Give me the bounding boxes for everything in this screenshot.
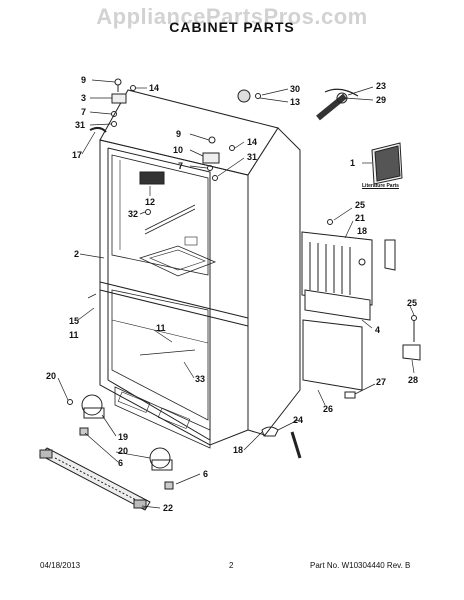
callout-24: 24	[293, 415, 304, 425]
callout-6: 6	[118, 458, 124, 468]
callout-25: 25	[355, 200, 366, 210]
footer-date: 04/18/2013	[40, 561, 81, 570]
literature-parts-label: Literature Parts	[362, 183, 399, 189]
callout-9b: 9	[176, 129, 182, 139]
literature-booklet	[371, 142, 403, 185]
callout-3: 3	[81, 93, 87, 103]
top-hinge-right	[202, 136, 235, 181]
callout-27: 27	[376, 377, 387, 387]
watermark: AppliancePartsPros.com	[96, 4, 368, 29]
callout-28: 28	[408, 375, 419, 385]
callout-18: 18	[357, 226, 368, 236]
small-clip	[344, 391, 356, 399]
page-title: CABINET PARTS	[169, 19, 295, 35]
callout-31: 31	[75, 120, 86, 130]
callout-20: 20	[46, 371, 57, 381]
callout-11b: 11	[156, 323, 166, 333]
lower-panel	[302, 289, 371, 391]
callout-30: 30	[290, 84, 301, 94]
callout-6b: 6	[203, 469, 209, 479]
rear-leveler	[261, 426, 302, 459]
callout-12: 12	[145, 197, 156, 207]
top-connector	[237, 89, 261, 103]
footer-page: 2	[229, 561, 234, 570]
callout-32: 32	[128, 209, 139, 219]
callout-29: 29	[376, 95, 387, 105]
callout-7b: 7	[178, 161, 184, 171]
side-bracket	[402, 315, 421, 361]
rear-access-cover	[301, 219, 396, 306]
callout-9: 9	[81, 75, 87, 85]
cabinet	[99, 89, 301, 449]
leader-lines	[57, 79, 415, 509]
callout-31b: 31	[247, 152, 258, 162]
front-roller-right	[149, 447, 174, 490]
callout-7: 7	[81, 107, 87, 117]
callout-14b: 14	[247, 137, 258, 147]
light-socket	[139, 171, 165, 215]
callout-21: 21	[355, 213, 366, 223]
callout-14: 14	[149, 83, 160, 93]
callout-20b: 20	[118, 446, 129, 456]
callout-22: 22	[163, 503, 174, 513]
front-roller-left	[67, 394, 105, 436]
callout-10: 10	[173, 145, 184, 155]
footer-part-number: Part No. W10304440 Rev. B	[310, 561, 411, 570]
callout-18b: 18	[233, 445, 244, 455]
callout-13: 13	[290, 97, 301, 107]
base-grille	[39, 447, 151, 511]
callout-33: 33	[195, 374, 206, 384]
callout-15: 15	[69, 316, 80, 326]
callout-26: 26	[323, 404, 334, 414]
callout-25b: 25	[407, 298, 418, 308]
callout-4: 4	[375, 325, 381, 335]
callout-1: 1	[350, 158, 356, 168]
callout-23: 23	[376, 81, 387, 91]
callout-11: 11	[69, 330, 79, 340]
top-hinge-left	[89, 78, 136, 133]
callout-17: 17	[72, 150, 83, 160]
callout-2: 2	[74, 249, 80, 259]
callout-19: 19	[118, 432, 129, 442]
